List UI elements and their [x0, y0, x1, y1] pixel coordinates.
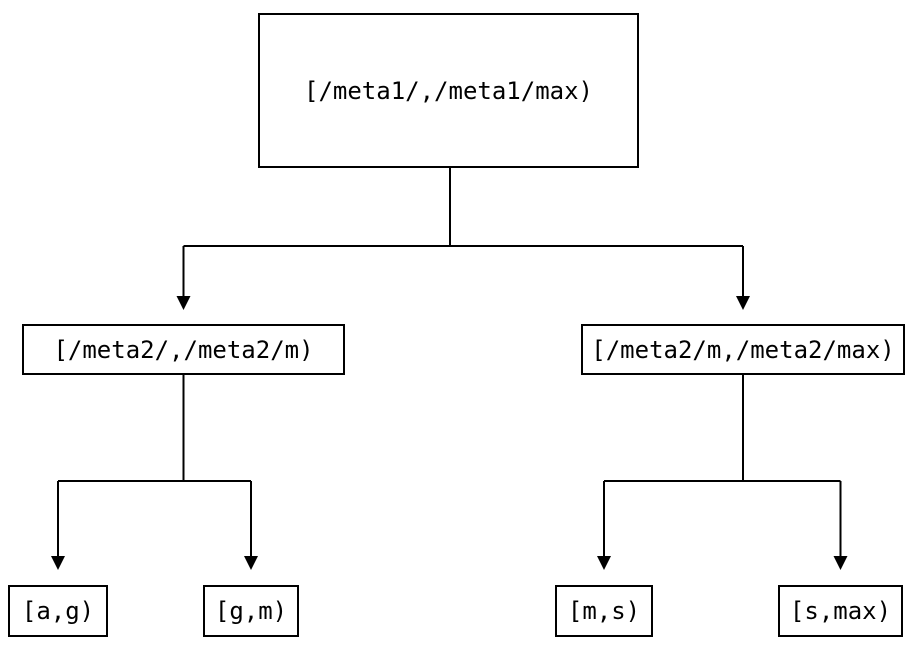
arrow-down-icon — [176, 296, 191, 310]
arrow-down-icon — [597, 556, 611, 570]
arrow-down-icon — [51, 556, 65, 570]
tree-leaf-smax: [s,max) — [778, 585, 903, 637]
arrow-down-icon — [833, 556, 848, 570]
tree-leaf-gm: [g,m) — [203, 585, 299, 637]
tree-leaf-ms: [m,s) — [555, 585, 653, 637]
arrow-down-icon — [244, 556, 258, 570]
edge-left-to-leaves — [57, 375, 252, 557]
tree-node-root: [/meta1/,/meta1/max) — [258, 13, 639, 168]
arrow-down-icon — [736, 296, 750, 310]
edge-right-to-leaves — [603, 375, 842, 557]
tree-node-meta2-left: [/meta2/,/meta2/m) — [22, 324, 345, 375]
tree-node-meta2-right: [/meta2/m,/meta2/max) — [581, 324, 905, 375]
tree-leaf-ag: [a,g) — [8, 585, 108, 637]
edge-root-to-level2 — [182, 168, 744, 297]
